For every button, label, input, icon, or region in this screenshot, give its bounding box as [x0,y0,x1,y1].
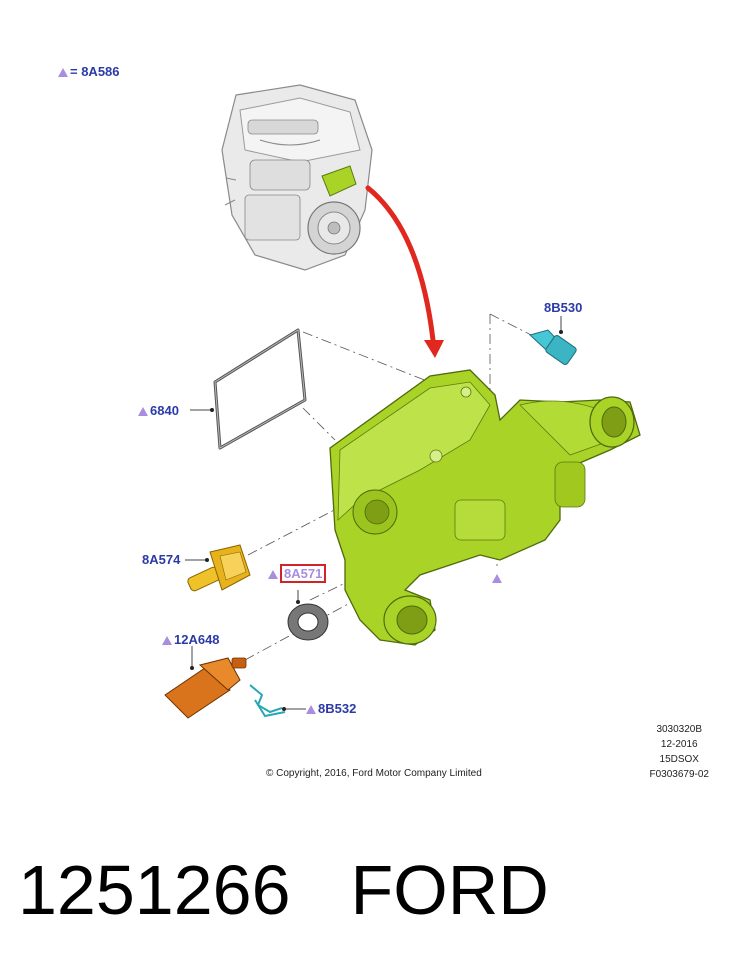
bolt-8B530 [528,316,577,365]
sensor-8A574 [185,544,251,592]
part-number: 1251266 [18,851,291,929]
callout-6840-label: 6840 [150,403,179,418]
thermostat-housing [329,369,641,646]
triangle-icon [58,68,68,77]
triangle-icon [268,570,278,579]
legend: = 8A586 [58,64,120,79]
triangle-marker [492,574,502,583]
reference-line: 3030320B [656,724,703,735]
callout-8B532-label: 8B532 [318,701,357,716]
brand-name: FORD [350,851,549,929]
clip-8B532 [249,684,306,718]
o-ring-8A571 [287,590,329,641]
reference-block: 3030320B 12-2016 15DSOX F0303679-02 [650,722,710,782]
callout-8A571-label: 8A571 [280,564,327,583]
legend-text: = 8A586 [70,64,120,79]
triangle-icon [306,705,316,714]
callout-12A648: 12A648 [162,632,220,647]
reference-line: 15DSOX [659,754,699,765]
callout-12A648-label: 12A648 [174,632,220,647]
callout-8B532: 8B532 [306,701,356,716]
gasket-6840 [190,328,307,450]
part-number-line: 1251266 FORD [18,850,549,930]
location-arrow [365,185,444,358]
callout-8A571: 8A571 [268,564,327,583]
sensor-12A648 [164,646,247,719]
reference-line: 12-2016 [660,739,698,750]
callout-8A574: 8A574 [142,552,181,567]
callout-8B530: 8B530 [544,300,583,315]
triangle-icon [138,407,148,416]
engine-illustration [221,84,373,271]
copyright-text: © Copyright, 2016, Ford Motor Company Li… [266,768,482,779]
callout-6840: 6840 [138,403,179,418]
triangle-icon [162,636,172,645]
reference-line: F0303679-02 [649,769,710,780]
